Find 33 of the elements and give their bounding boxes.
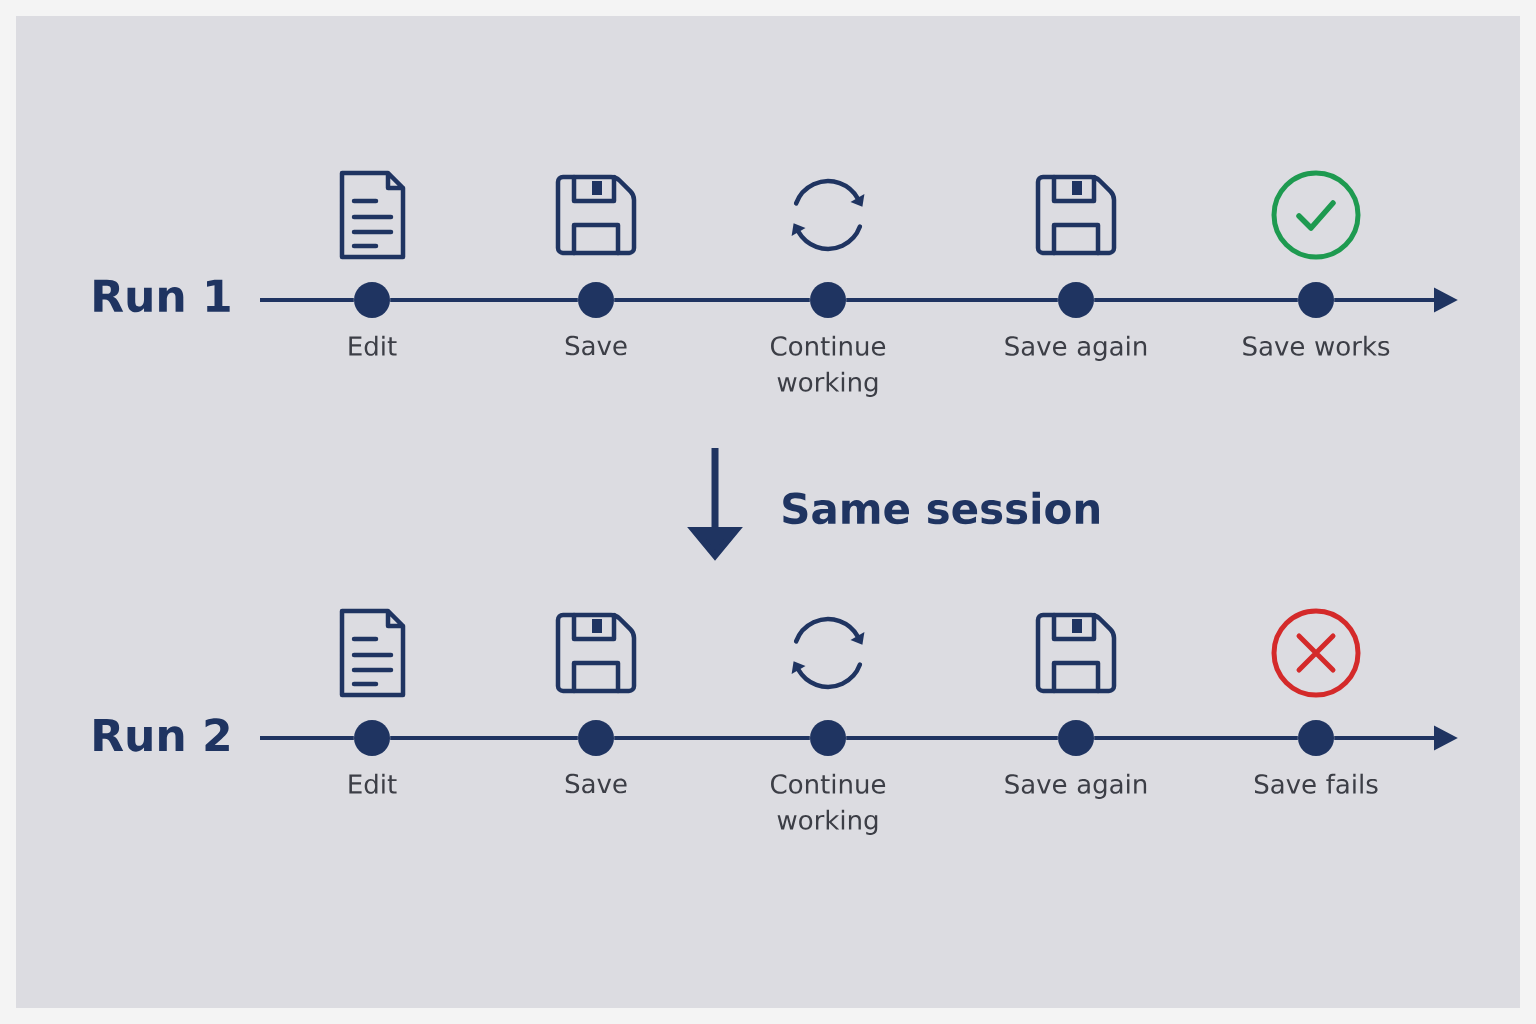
timeline-line [1094,298,1298,302]
node-label: Save [565,335,627,356]
timeline-step: Edit [349,720,397,794]
caption-text: Same session [783,491,1099,525]
node-label: Save works [1243,335,1390,356]
timeline-step: Save [565,282,627,356]
node-label: Save fails [1254,773,1378,794]
timeline-step: Save fails [1254,720,1378,794]
timeline-step: Continue working [771,282,886,397]
timeline-step: Save works [1243,282,1390,356]
node-label: Continue working [771,335,886,397]
timeline-line [390,736,578,740]
timeline-step: Save [565,720,627,794]
timeline-line [614,298,810,302]
timeline-step: Edit [349,282,397,356]
node-label: Continue working [771,773,886,835]
node-label: Save again [1005,773,1147,799]
run-label: Run 1 [94,279,230,313]
node-label: Save [565,773,627,794]
node-label: Save again [1005,335,1147,361]
timeline-line [260,298,354,302]
timeline-line [1094,736,1298,740]
timeline-line [614,736,810,740]
timeline-step: Continue working [771,720,886,835]
timeline-step: Save again [1005,282,1147,361]
timeline-line [260,736,354,740]
timeline-line [846,736,1058,740]
node-label: Edit [349,773,397,794]
timeline-step: Save again [1005,720,1147,799]
timeline-line [390,298,578,302]
node-label: Edit [349,335,397,356]
run-label: Run 2 [94,718,229,752]
timeline-line [846,298,1058,302]
